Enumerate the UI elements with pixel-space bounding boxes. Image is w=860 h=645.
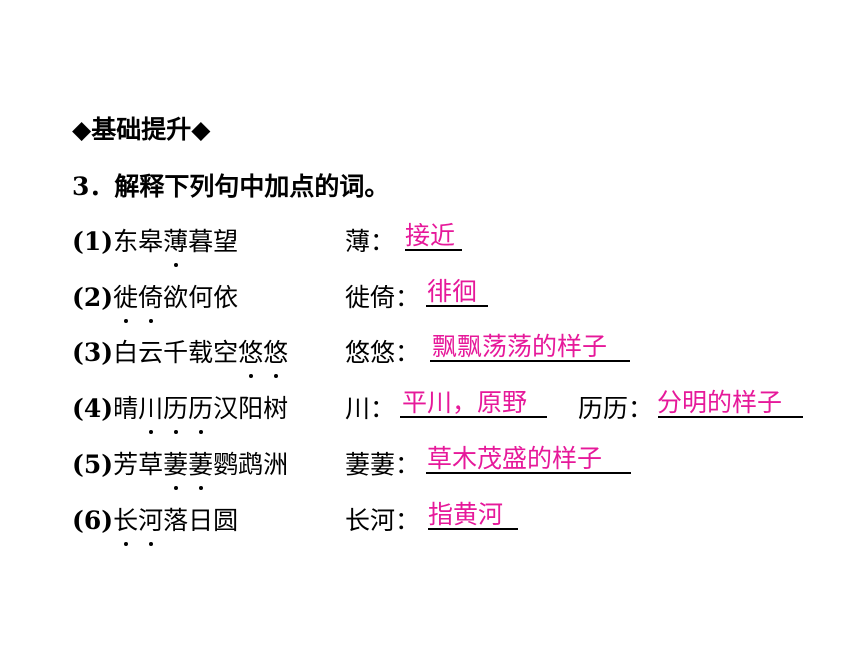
answer-label-6: 长河： [345, 506, 421, 535]
sentence-2: (2)徙倚欲何依 [72, 278, 239, 323]
sentence-text: 东皋 [113, 227, 164, 256]
answer-label-2: 徙倚： [345, 283, 421, 312]
answer-blank-4b [658, 416, 803, 418]
dotted-char: 萋 [188, 445, 213, 490]
answer-blank-1 [405, 249, 462, 251]
answer-blank-4a [400, 416, 547, 418]
dotted-char: 历 [163, 389, 188, 434]
answer-blank-2 [426, 305, 488, 307]
sentence-1: (1)东皋薄暮望 [72, 222, 239, 267]
answer-label-4a: 川： [345, 394, 396, 423]
section-heading: ◆基础提升◆ [72, 115, 211, 144]
answer-label-4b: 历历： [578, 394, 654, 423]
sentence-text: 芳草 [113, 450, 164, 479]
question-prompt: 3．解释下列句中加点的词。 [72, 172, 390, 201]
sentence-text: 鹦鹉洲 [213, 450, 289, 479]
sentence-3: (3)白云千载空悠悠 [72, 333, 288, 378]
sentence-text: 欲何依 [163, 283, 239, 312]
answer-4a: 平川，原野 [402, 388, 528, 417]
item-number: (3) [72, 338, 114, 367]
sentence-6: (6)长河落日圆 [72, 501, 239, 546]
dotted-char: 悠 [263, 333, 288, 378]
item-number: (1) [72, 227, 114, 256]
dotted-char: 萋 [163, 445, 188, 490]
answer-blank-5 [426, 472, 631, 474]
sentence-text: 落日圆 [163, 506, 239, 535]
dotted-char: 薄 [163, 222, 188, 267]
sentence-text: 白云千载空 [113, 338, 239, 367]
dotted-char: 倚 [138, 278, 163, 323]
answer-5: 草木茂盛的样子 [427, 444, 603, 473]
answer-blank-6 [428, 528, 518, 530]
answer-6: 指黄河 [428, 500, 504, 529]
item-number: (4) [72, 394, 114, 423]
answer-label-5: 萋萋： [345, 450, 421, 479]
answer-1: 接近 [405, 221, 456, 250]
answer-4b: 分明的样子 [657, 388, 783, 417]
sentence-text: 暮望 [188, 227, 239, 256]
dotted-char: 河 [138, 501, 163, 546]
dotted-char: 历 [188, 389, 213, 434]
answer-3: 飘飘荡荡的样子 [432, 332, 608, 361]
dotted-char: 徙 [113, 278, 138, 323]
sentence-text: 晴 [113, 394, 139, 423]
item-number: (6) [72, 506, 114, 535]
answer-label-3: 悠悠： [345, 338, 421, 367]
sentence-4: (4)晴川历历汉阳树 [72, 389, 289, 434]
item-number: (5) [72, 450, 114, 479]
dotted-char: 川 [138, 389, 163, 434]
sentence-5: (5)芳草萋萋鹦鹉洲 [72, 445, 289, 490]
answer-2: 徘徊 [427, 277, 478, 306]
item-number: (2) [72, 283, 114, 312]
answer-blank-3 [430, 360, 630, 362]
sentence-text: 汉阳树 [213, 394, 289, 423]
dotted-char: 长 [113, 501, 138, 546]
answer-label-1: 薄： [345, 227, 396, 256]
dotted-char: 悠 [238, 333, 263, 378]
